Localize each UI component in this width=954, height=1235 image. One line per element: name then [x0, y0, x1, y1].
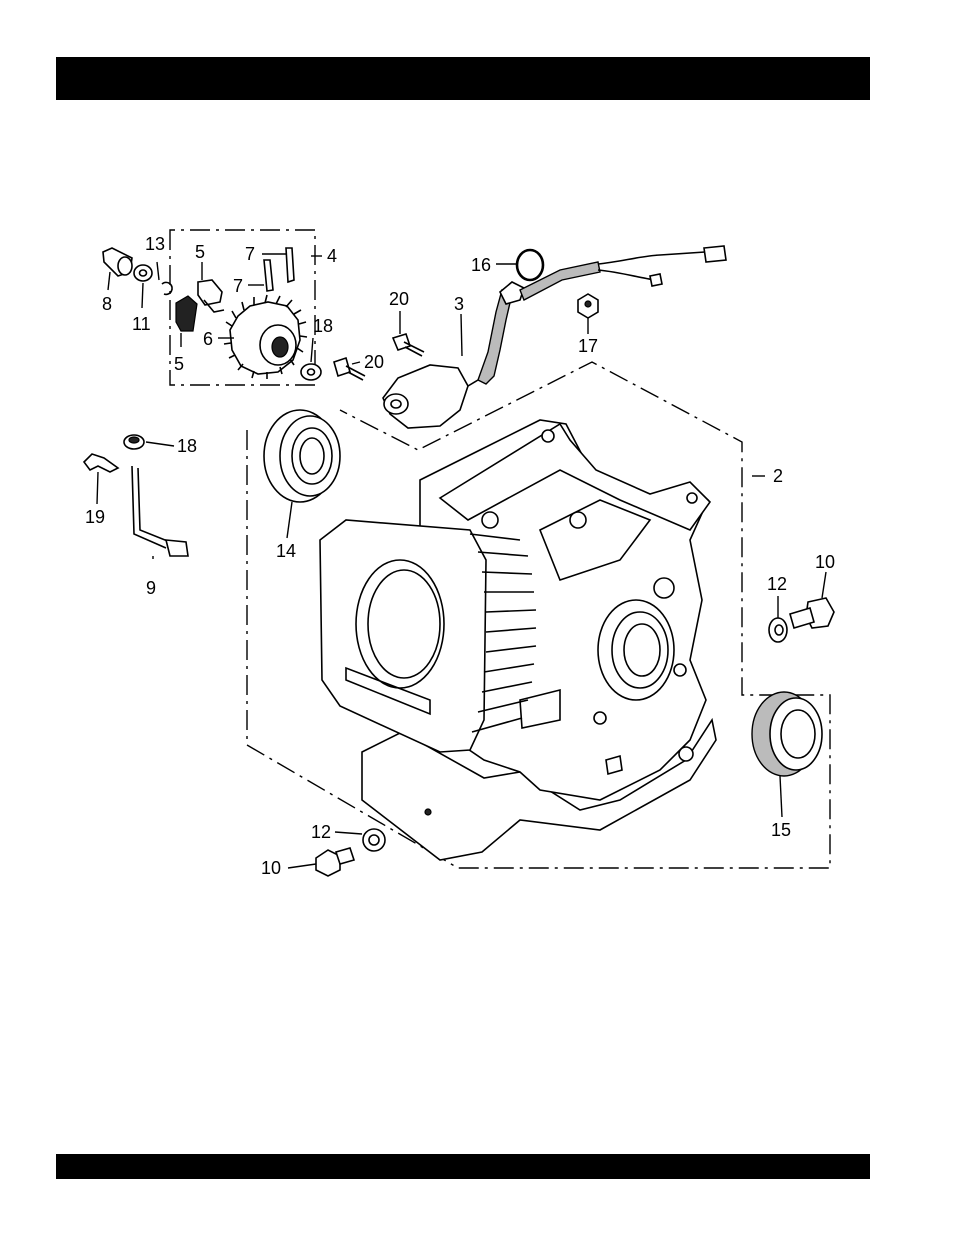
part-washer-18a	[301, 364, 321, 380]
part-clip-19	[84, 454, 118, 472]
callout-18a: 18	[313, 316, 333, 336]
part-bolt-8	[103, 248, 132, 276]
callout-2: 2	[773, 466, 783, 486]
footer-bar	[56, 1154, 870, 1179]
part-crankcase-2	[320, 420, 716, 860]
callout-17: 17	[578, 336, 598, 356]
callout-18b: 18	[177, 436, 197, 456]
part-bearing-14	[264, 410, 340, 502]
part-breather-tube-3	[383, 290, 512, 428]
part-bolt-10a	[790, 598, 834, 628]
part-clip-13	[162, 282, 172, 294]
callout-19: 19	[85, 507, 105, 527]
part-oil-seal-15	[752, 692, 822, 776]
callout-14: 14	[276, 541, 296, 561]
callout-16: 16	[471, 255, 491, 275]
callout-9: 9	[146, 578, 156, 598]
callout-8: 8	[102, 294, 112, 314]
part-washer-18b	[124, 435, 144, 449]
callout-3: 3	[454, 294, 464, 314]
part-bolt-20b	[334, 358, 365, 380]
callout-7b: 7	[233, 276, 243, 296]
callout-6: 6	[203, 329, 213, 349]
part-oil-switch-harness	[500, 246, 726, 304]
callout-11: 11	[132, 314, 151, 334]
part-nut-17	[578, 294, 598, 318]
callout-13: 13	[145, 234, 165, 254]
part-rod-9	[132, 466, 188, 556]
callout-5a: 5	[195, 242, 205, 262]
callout-10b: 10	[261, 858, 281, 878]
callout-15: 15	[771, 820, 791, 840]
part-washer-11	[134, 265, 152, 281]
callout-4: 4	[327, 246, 337, 266]
callout-20b: 20	[364, 352, 384, 372]
callout-12b: 12	[311, 822, 331, 842]
part-o-ring-16	[517, 250, 543, 280]
callout-7a: 7	[245, 244, 255, 264]
part-bolt-10b	[316, 848, 354, 876]
part-flywheel-6	[224, 295, 307, 379]
callout-12a: 12	[767, 574, 787, 594]
callout-5b: 5	[174, 354, 184, 374]
part-bolt-20a	[393, 334, 424, 356]
part-washer-12a	[769, 618, 787, 642]
callout-10a: 10	[815, 552, 835, 572]
part-washer-12b	[363, 829, 385, 851]
part-brush-5a	[198, 280, 224, 312]
callout-20a: 20	[389, 289, 409, 309]
part-brush-5b	[176, 296, 197, 331]
